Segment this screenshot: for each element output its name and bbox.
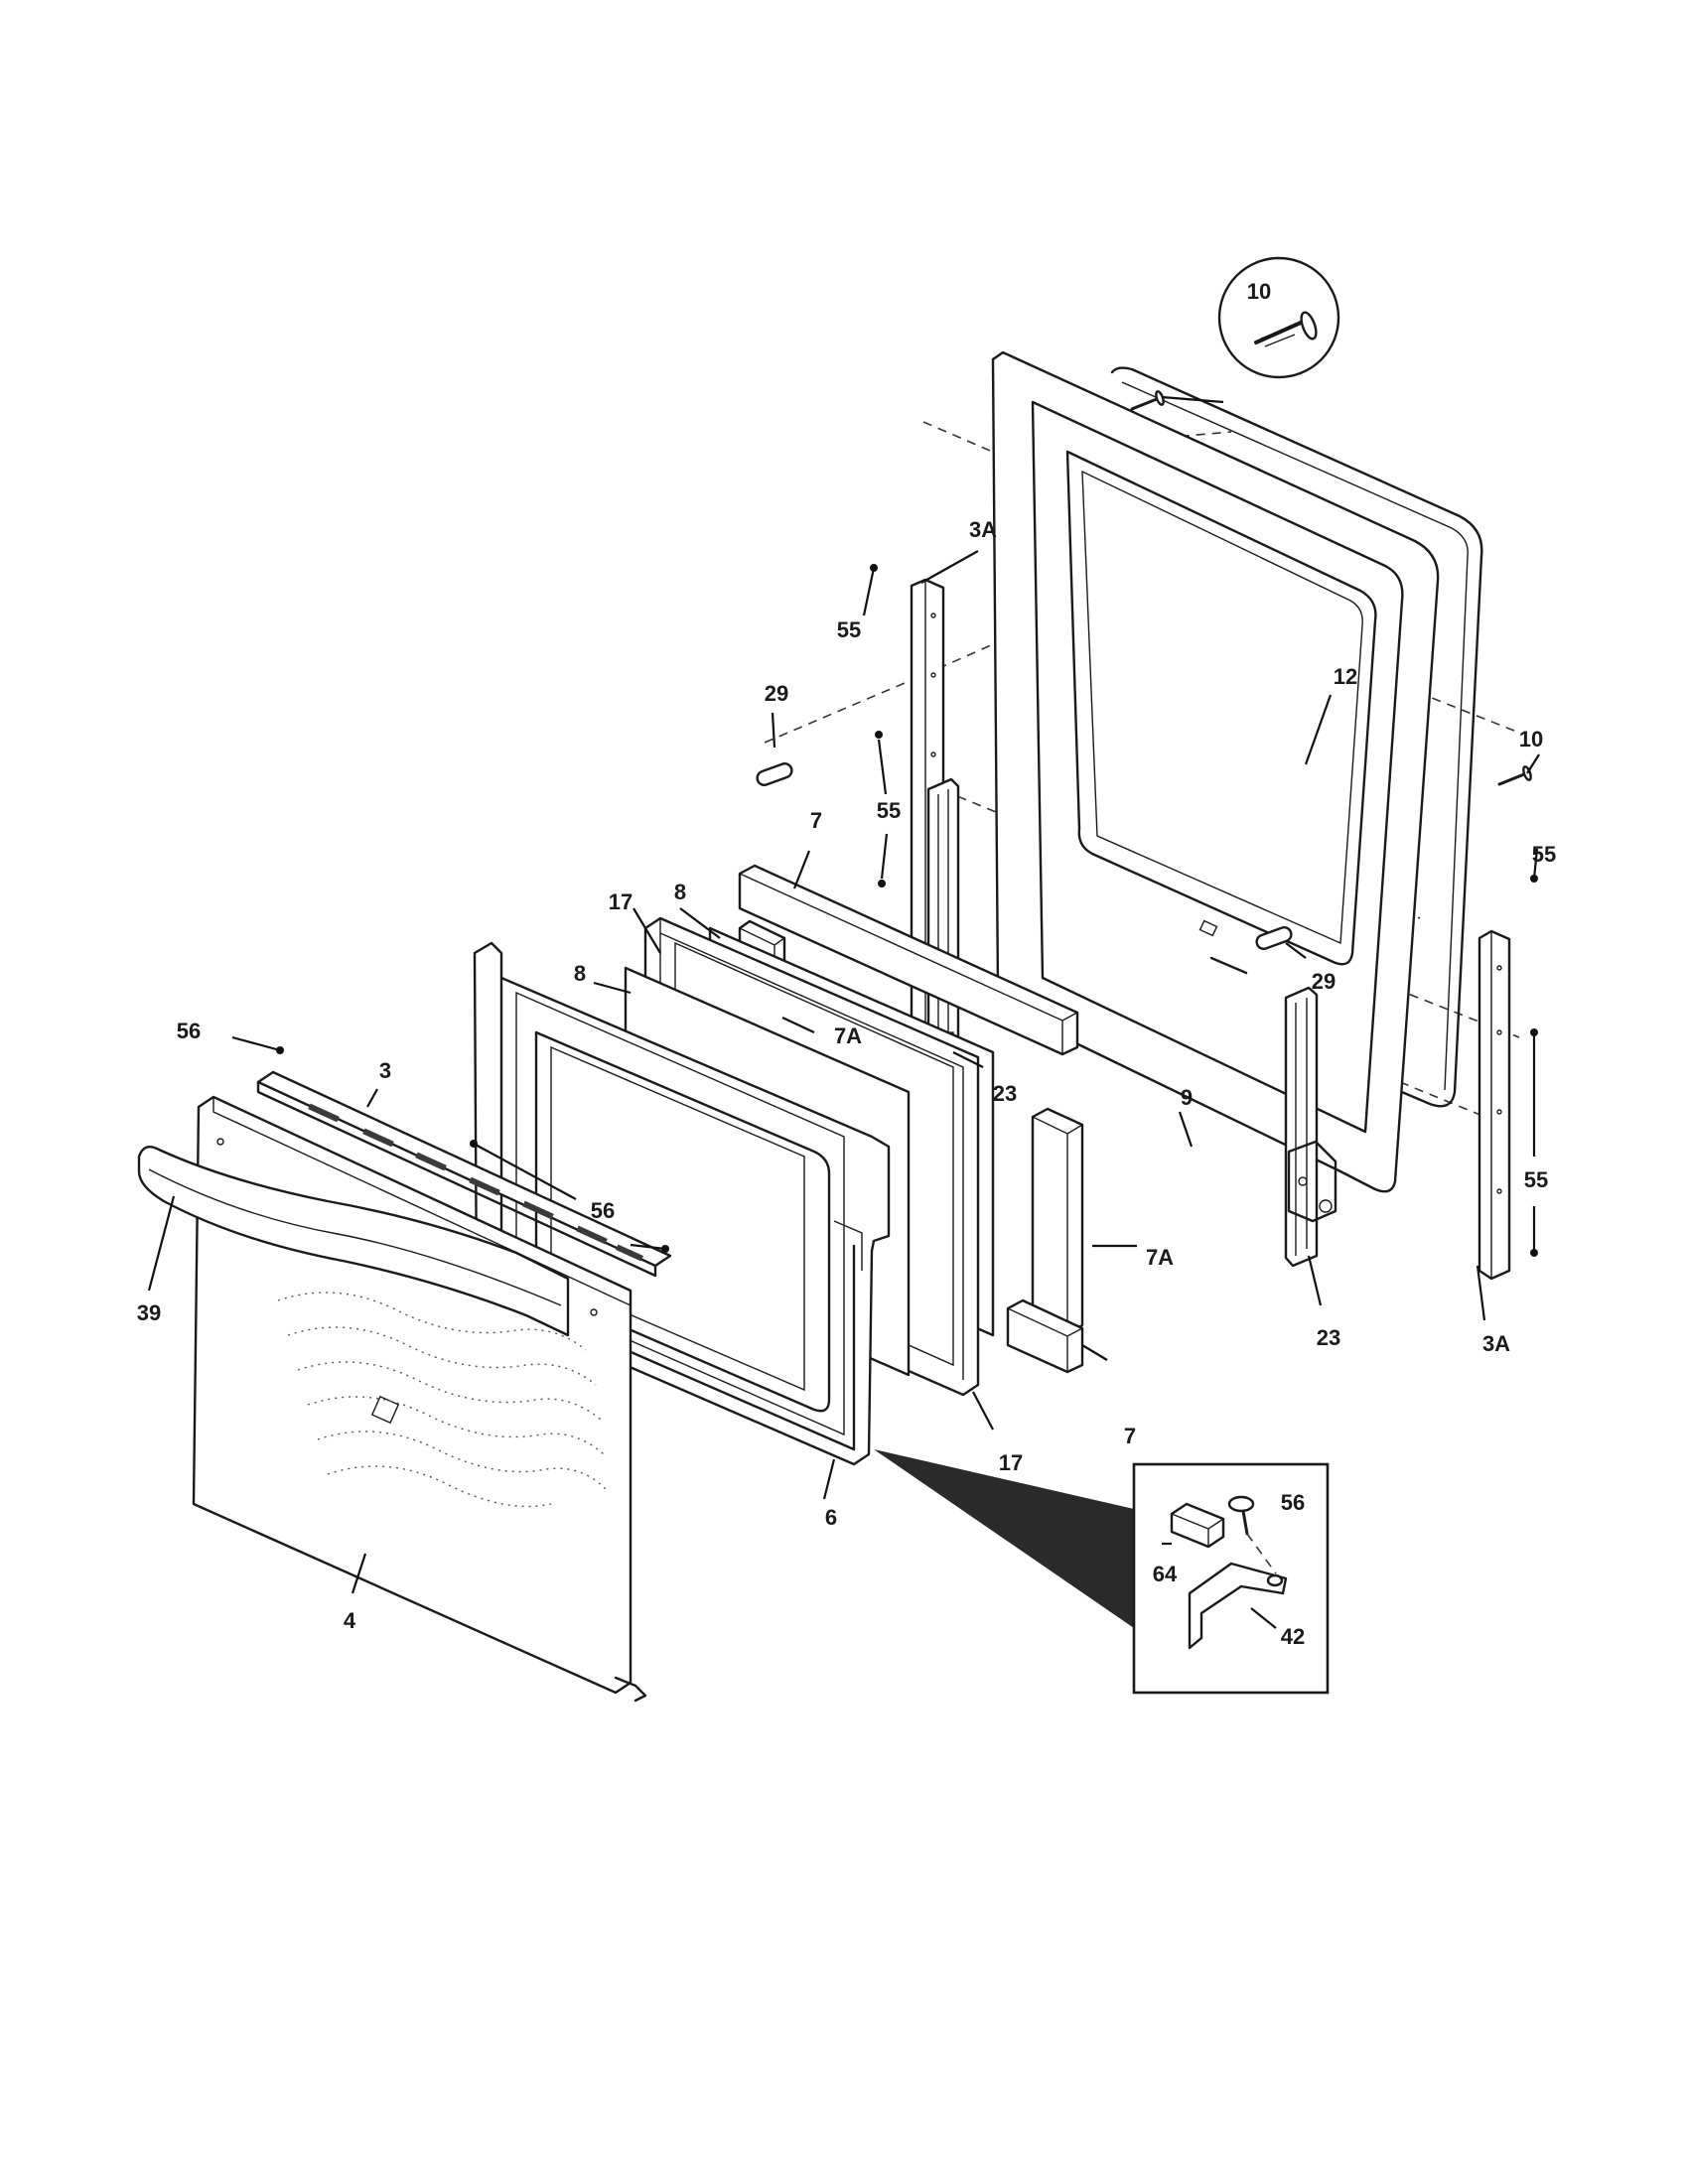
inset-bracket-detail	[1132, 1462, 1330, 1695]
callout-3A-bottom: 3A	[1482, 1331, 1510, 1356]
callout-55-right-top: 55	[1532, 842, 1556, 867]
insulation-7A-bottom	[1031, 1107, 1084, 1335]
callout-7-top: 7	[810, 808, 822, 833]
callout-6: 6	[825, 1505, 837, 1530]
callout-10-circle: 10	[1247, 279, 1271, 304]
callout-8-b: 8	[574, 961, 586, 986]
part-42-bracket	[1188, 1562, 1288, 1650]
callout-42: 42	[1281, 1624, 1305, 1649]
callout-55-mid: 55	[877, 798, 901, 823]
callout-29-left: 29	[765, 681, 788, 706]
callout-7A-top: 7A	[834, 1024, 862, 1048]
door-4-decorative-pattern	[277, 1292, 607, 1508]
callout-3A-top: 3A	[969, 517, 997, 542]
callout-12: 12	[1334, 664, 1357, 689]
callout-labels: 3A 55 10 12 29 10 55 7 55 17 8 8 7A 29 5…	[137, 279, 1556, 1649]
callout-23-right: 23	[1317, 1325, 1340, 1350]
callout-7A-bottom: 7A	[1146, 1245, 1174, 1270]
callout-7-bottom: 7	[1124, 1424, 1136, 1448]
callout-3: 3	[379, 1058, 391, 1083]
screws-55	[862, 564, 1539, 1257]
screws-56	[231, 1035, 669, 1253]
callout-17-top: 17	[609, 889, 633, 914]
callout-17-bottom: 17	[999, 1450, 1023, 1475]
callout-10-right: 10	[1519, 727, 1543, 751]
callout-39: 39	[137, 1300, 161, 1325]
callout-56-left: 56	[177, 1019, 201, 1043]
vent-3	[256, 1070, 672, 1278]
part-56-inset-screw	[1227, 1495, 1277, 1574]
callout-23-left: 23	[993, 1081, 1017, 1106]
callout-56-inset: 56	[1281, 1490, 1305, 1515]
bolt-10-upper	[1130, 390, 1224, 411]
callout-64: 64	[1153, 1562, 1178, 1586]
insulation-7-top	[738, 864, 1079, 1056]
callout-55-top: 55	[837, 617, 861, 642]
callout-29-right: 29	[1312, 969, 1336, 994]
callout-8-a: 8	[674, 880, 686, 904]
callout-55-right-bottom: 55	[1524, 1167, 1548, 1192]
hinge-23-left	[926, 777, 960, 1084]
insulation-7-bottom	[1006, 1298, 1084, 1374]
part-12-gasket	[1110, 366, 1483, 1108]
bolt-10-right	[1497, 753, 1540, 786]
part-10-bolt-inset	[1217, 256, 1340, 379]
part-64-bumper	[1170, 1502, 1225, 1549]
leader-lines	[147, 550, 1486, 1629]
inset-pointer-wedge	[874, 1449, 1134, 1628]
callout-56-mid: 56	[591, 1198, 615, 1223]
callout-9: 9	[1181, 1085, 1193, 1110]
part-3A-right-channel	[1477, 929, 1511, 1281]
handle-39	[137, 1146, 570, 1337]
part-9-inner-liner	[991, 350, 1440, 1193]
pins-29	[756, 762, 1307, 959]
hinge-23-right	[1284, 986, 1337, 1268]
callout-4: 4	[344, 1608, 356, 1633]
